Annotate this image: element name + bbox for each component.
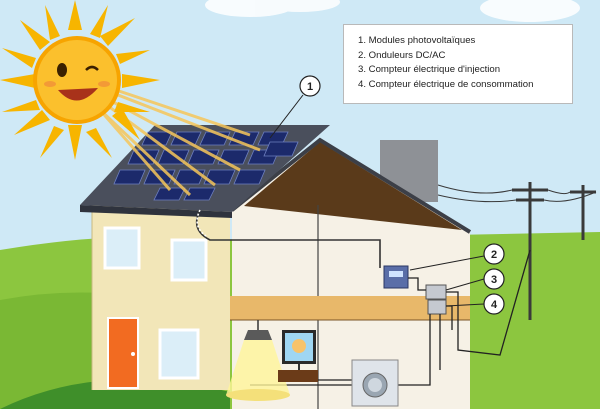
- solar-panels: [113, 131, 299, 201]
- legend-item-pv-modules: 1. Modules photovoltaïques: [358, 35, 476, 46]
- front-door: [107, 317, 139, 389]
- callout-4-label: 4: [491, 299, 498, 311]
- callout-2: 2: [483, 243, 505, 265]
- front-windows: [103, 226, 208, 380]
- television: [278, 330, 318, 382]
- roof-ridge: [230, 137, 472, 234]
- callout-1-label: 1: [307, 81, 313, 93]
- ceiling-lamp: [226, 320, 290, 401]
- roof: [80, 125, 330, 212]
- callout-4: 4: [483, 293, 505, 315]
- inverter: [383, 265, 409, 289]
- callout-3-label: 3: [491, 274, 497, 286]
- wiring: [250, 249, 531, 386]
- meters: [425, 284, 447, 315]
- clouds: [205, 0, 580, 22]
- callout-1: 1: [299, 75, 321, 97]
- washing-machine: [351, 359, 399, 407]
- sun: [0, 0, 160, 160]
- power-lines: [437, 184, 597, 203]
- legend-item-consumption-meter: 4. Compteur électrique de consommation: [358, 78, 534, 90]
- legend-box: 1. Modules photovoltaïques 2. Onduleurs …: [343, 24, 573, 104]
- callout-3: 3: [483, 268, 505, 290]
- attic-gable: [244, 142, 462, 230]
- legend-item-inverters: 2. Onduleurs DC/AC: [358, 49, 446, 61]
- callout-lines: [269, 94, 485, 307]
- floor-slab: [230, 296, 470, 320]
- legend-item-injection-meter: 3. Compteur électrique d'injection: [358, 64, 501, 76]
- callout-2-label: 2: [491, 249, 497, 261]
